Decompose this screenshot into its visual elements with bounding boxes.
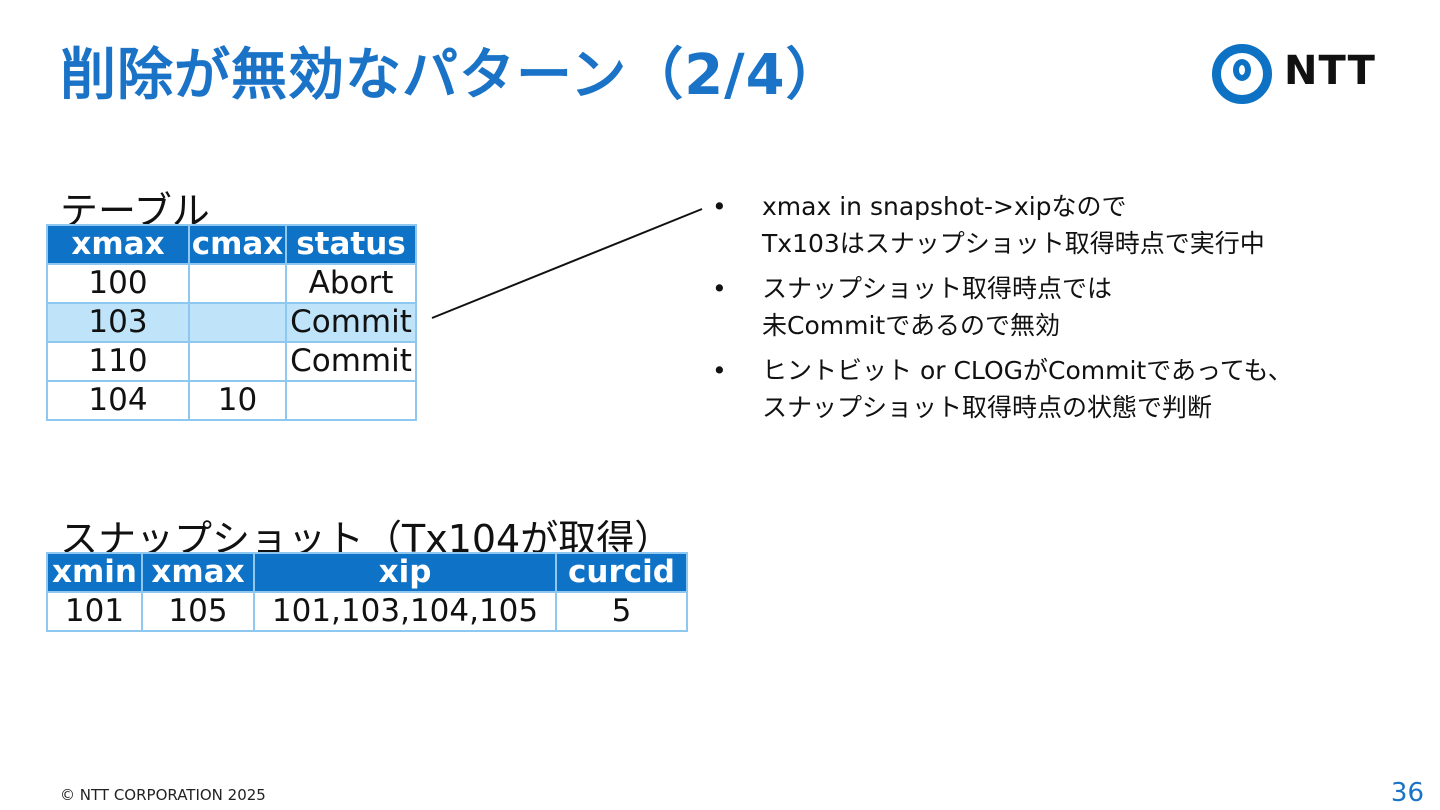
column-header: curcid	[555, 552, 688, 593]
table-cell: 101,103,104,105	[253, 591, 557, 632]
table-cell: 105	[141, 591, 255, 632]
bullet-text: Tx103はスナップショット取得時点で実行中	[762, 229, 1265, 258]
table-cell: 100	[46, 263, 190, 304]
bullet-text: スナップショット取得時点では	[762, 274, 1113, 303]
ntt-logo: NTT	[1212, 42, 1375, 106]
table-header-row: xmax cmax status	[46, 224, 417, 265]
column-header: xmax	[141, 552, 255, 593]
column-header: xip	[253, 552, 557, 593]
mvcc-table: xmax cmax status 100 Abort 103 Commit 11…	[46, 224, 417, 421]
page-number: 36	[1390, 778, 1424, 808]
table-cell: Abort	[285, 263, 417, 304]
table-cell: Commit	[285, 302, 417, 343]
table-cell	[188, 263, 287, 304]
table-cell: 5	[555, 591, 688, 632]
column-header: status	[285, 224, 417, 265]
table-row: 104 10	[46, 380, 417, 421]
bullet-list: • xmax in snapshot->xipなので Tx103はスナップショッ…	[712, 188, 1412, 434]
slide-title: 削除が無効なパターン（2/4）	[60, 43, 843, 108]
bullet-item: • スナップショット取得時点では 未Commitであるので無効	[712, 270, 1412, 344]
table-cell: 103	[46, 302, 190, 343]
column-header: xmin	[46, 552, 143, 593]
snapshot-table: xmin xmax xip curcid 101 105 101,103,104…	[46, 552, 688, 632]
table-cell	[188, 302, 287, 343]
table-cell	[285, 380, 417, 421]
bullet-text: 未Commitであるので無効	[762, 311, 1060, 340]
table-cell: 104	[46, 380, 190, 421]
table-header-row: xmin xmax xip curcid	[46, 552, 688, 593]
copyright-footer: © NTT CORPORATION 2025	[60, 786, 266, 804]
bullet-text: スナップショット取得時点の状態で判断	[762, 393, 1213, 422]
table-cell: 10	[188, 380, 287, 421]
table-cell: Commit	[285, 341, 417, 382]
bullet-dot: •	[712, 356, 727, 385]
table-cell: 101	[46, 591, 143, 632]
bullet-dot: •	[712, 274, 727, 303]
table-cell: 110	[46, 341, 190, 382]
table-cell	[188, 341, 287, 382]
bullet-text: xmax in snapshot->xipなので	[762, 192, 1127, 221]
bullet-dot: •	[712, 192, 727, 221]
table-row: 110 Commit	[46, 341, 417, 382]
highlighted-table-row: 103 Commit	[46, 302, 417, 343]
column-header: cmax	[188, 224, 287, 265]
ntt-logo-text: NTT	[1284, 48, 1376, 94]
column-header: xmax	[46, 224, 190, 265]
table-row: 100 Abort	[46, 263, 417, 304]
bullet-item: • xmax in snapshot->xipなので Tx103はスナップショッ…	[712, 188, 1412, 262]
table-row: 101 105 101,103,104,105 5	[46, 591, 688, 632]
bullet-text: ヒントビット or CLOGがCommitであっても、	[762, 356, 1293, 385]
bullet-item: • ヒントビット or CLOGがCommitであっても、 スナップショット取得…	[712, 352, 1412, 426]
ntt-logo-ring-icon	[1212, 44, 1272, 104]
